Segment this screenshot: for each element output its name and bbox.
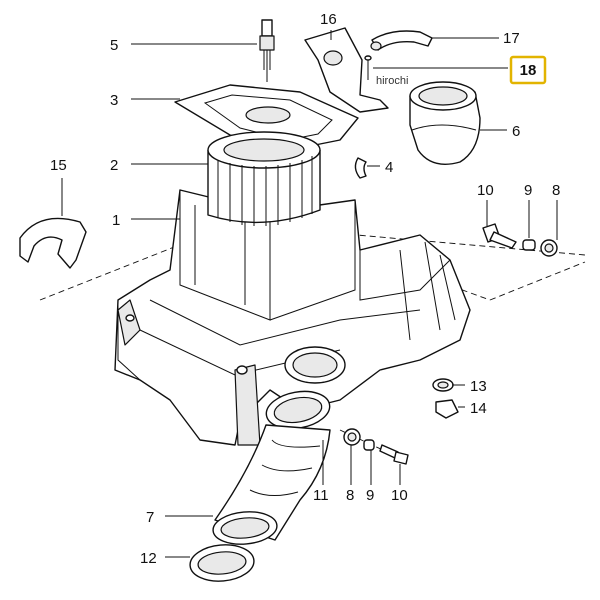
label-16: 16	[320, 11, 337, 28]
label-1: 1	[112, 212, 120, 229]
label-4: 4	[385, 159, 393, 176]
label-3: 3	[110, 92, 118, 109]
part-7-hose	[212, 424, 331, 545]
label-8-top: 8	[552, 182, 560, 199]
part-6-boot	[409, 81, 481, 165]
part-1-housing	[114, 189, 471, 446]
label-15: 15	[50, 157, 67, 174]
label-18: 18	[520, 62, 537, 79]
label-2: 2	[110, 157, 118, 174]
leader-lines	[61, 30, 558, 558]
label-13: 13	[470, 378, 487, 395]
part-2-filter	[207, 131, 321, 226]
part-8-grommet-bottom	[343, 428, 361, 446]
part-13-oring	[432, 378, 454, 392]
part-17-clamp	[370, 30, 433, 51]
label-11: 11	[313, 487, 329, 504]
part-10-bolt-bottom	[379, 444, 409, 465]
part-4-clip	[354, 157, 367, 179]
part-3-gasket	[174, 84, 359, 151]
part-18-screw	[364, 55, 372, 80]
label-10-top: 10	[477, 182, 494, 199]
part-9-bushing-top	[522, 239, 536, 251]
part-14-grommet	[435, 399, 459, 419]
label-10-bottom: 10	[391, 487, 408, 504]
part-10-bolt-top	[482, 223, 517, 249]
label-5: 5	[110, 37, 118, 54]
part-16-bracket	[304, 27, 389, 113]
part-11-clamp-ring	[265, 390, 331, 430]
label-7: 7	[146, 509, 154, 526]
label-8-bottom: 8	[346, 487, 354, 504]
part-5-sensor	[259, 19, 275, 82]
part-8-grommet-top	[540, 239, 558, 257]
label-9-bottom: 9	[366, 487, 374, 504]
label-9-top: 9	[524, 182, 532, 199]
watermark-text: hirochi	[376, 75, 408, 87]
label-14: 14	[470, 400, 487, 417]
label-12: 12	[140, 550, 157, 567]
label-17: 17	[503, 30, 520, 47]
highlight-label-18: 18	[509, 55, 547, 85]
part-12-ring	[189, 544, 255, 582]
label-6: 6	[512, 123, 520, 140]
part-15-clip	[19, 217, 87, 269]
part-number-labels: 5 3 2 1 16 17 6 4 15 10 9 8 13 14 7 12 1…	[50, 11, 560, 567]
highlight-box	[509, 55, 547, 85]
part-9-bushing-bottom	[363, 439, 375, 451]
